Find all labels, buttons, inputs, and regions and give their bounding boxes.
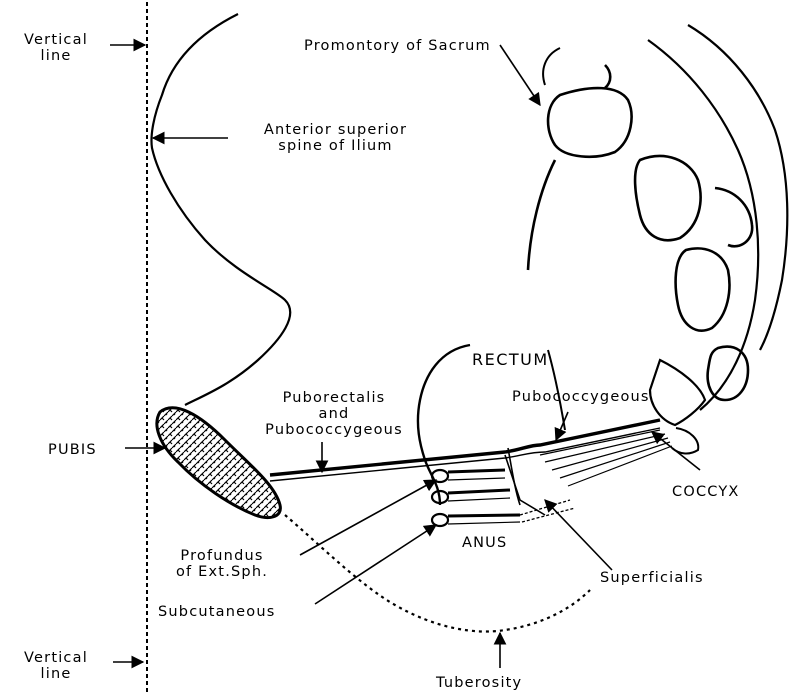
tuberosity-curve	[285, 515, 590, 632]
rectum-label: RECTUM	[472, 352, 549, 368]
subcutaneous-label: Subcutaneous	[158, 604, 275, 620]
sacrum-inner	[543, 48, 560, 85]
coccyx-bone	[650, 360, 705, 425]
superficialis-label: Superficialis	[600, 570, 704, 586]
coccyx-label: COCCYX	[672, 484, 740, 500]
vertical-line-label-top: Vertical line	[6, 32, 106, 64]
puborectalis-label: Puborectalis and Pubococcygeous	[244, 390, 424, 438]
ilium-outline	[151, 14, 290, 405]
profundus-label: Profundus of Ext.Sph.	[152, 548, 292, 580]
pubococcygeous-label: Pubococcygeous	[512, 389, 650, 405]
anterior-spine-label: Anterior superior spine of Ilium	[228, 122, 443, 154]
sphincter-layers	[432, 470, 575, 526]
pubis-label: PUBIS	[48, 442, 97, 458]
vertical-line-label-bottom: Vertical line	[6, 650, 106, 682]
promontory-label: Promontory of Sacrum	[304, 38, 491, 54]
anus-label: ANUS	[462, 535, 507, 551]
tuberosity-label: Tuberosity	[436, 675, 522, 691]
